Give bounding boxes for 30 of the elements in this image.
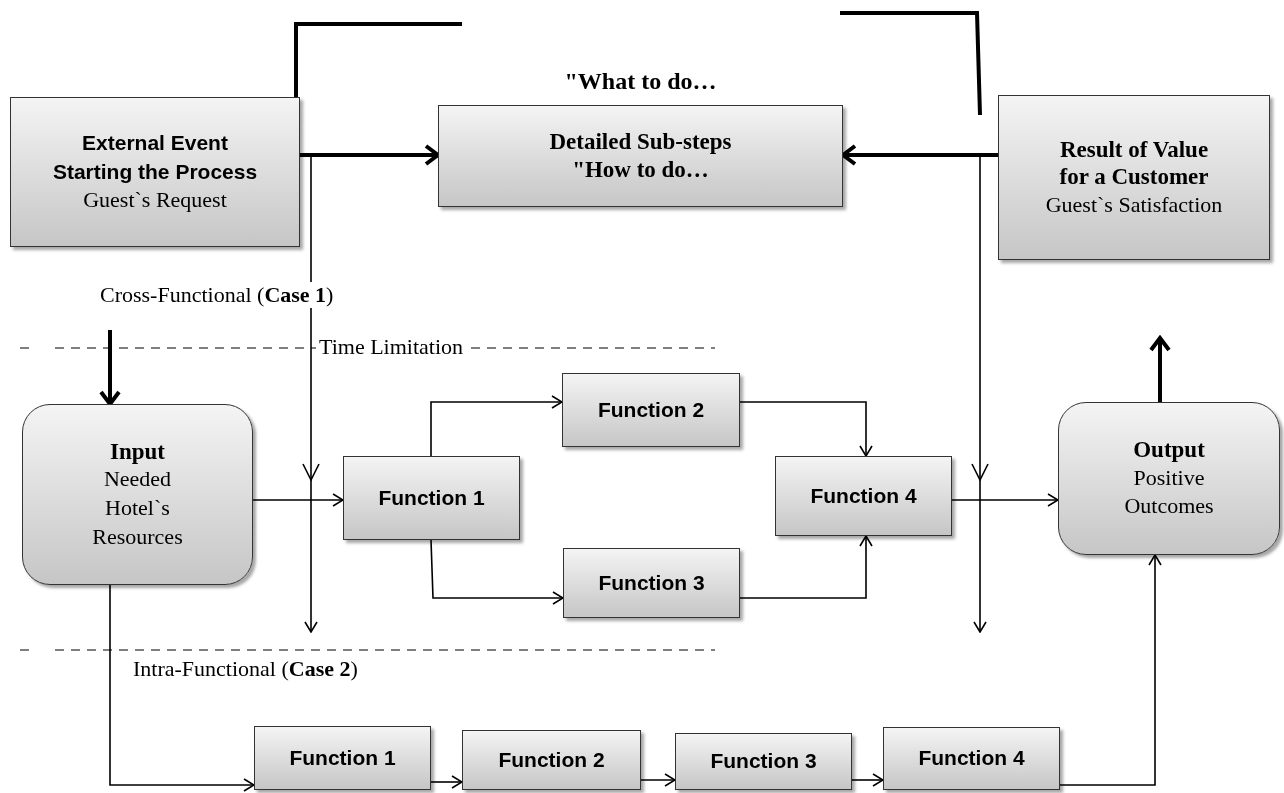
box-text: Positive Outcomes	[1123, 463, 1215, 521]
process-box	[254, 726, 431, 790]
process-box	[343, 456, 520, 540]
box-text: Guest`s Request	[83, 186, 227, 215]
rounded-box	[22, 404, 253, 585]
process-box	[883, 727, 1060, 790]
process-box	[675, 733, 852, 790]
box-title: External Event Starting the Process	[51, 130, 259, 185]
box-title: Output	[1133, 436, 1205, 464]
rounded-box	[1058, 402, 1280, 555]
heading: "What to do…	[563, 68, 718, 95]
process-box	[998, 95, 1270, 260]
box-text: Needed Hotel`s Resources	[91, 465, 184, 551]
box-title: Function 3	[710, 748, 817, 775]
process-box	[775, 456, 952, 536]
box-title: Function 1	[289, 744, 396, 771]
box-title: Result of Value for a Customer	[1058, 135, 1210, 191]
box-title: Function 4	[810, 482, 917, 509]
process-box	[562, 373, 740, 447]
box-title: Function 2	[597, 396, 705, 423]
box-title: Function 4	[918, 745, 1025, 772]
box-text: Guest`s Satisfaction	[1045, 190, 1223, 219]
box-title: Function 1	[378, 484, 485, 511]
box-title: Input	[110, 437, 165, 466]
process-box	[563, 548, 740, 618]
box-text: Detailed Sub-steps "How to do…	[548, 128, 733, 184]
box-title: Function 3	[598, 569, 705, 596]
process-box	[462, 730, 641, 790]
process-box	[10, 97, 300, 247]
box-title: Function 2	[498, 746, 605, 773]
